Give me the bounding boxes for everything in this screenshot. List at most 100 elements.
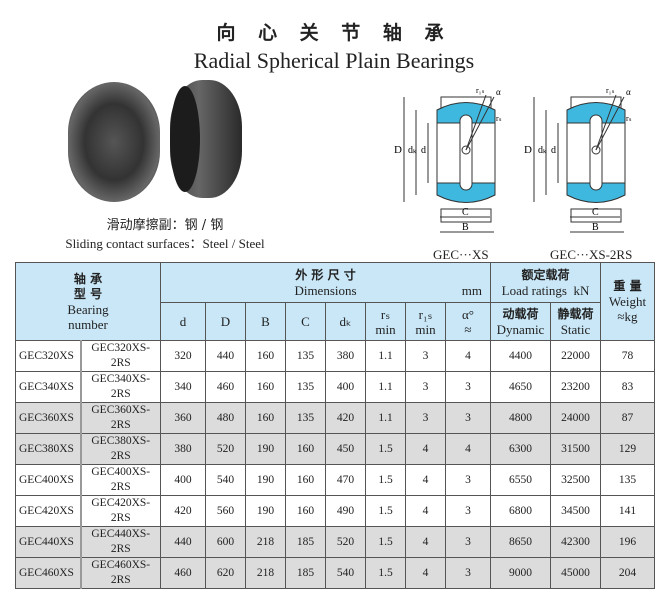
value-cell: 34500 (550, 495, 601, 527)
caption-english: Sliding contact surfaces：Steel / Steel (65, 236, 265, 251)
value-cell: 185 (285, 526, 326, 558)
value-cell: 3 (405, 402, 446, 434)
col-d: d (160, 302, 206, 341)
value-cell: 135 (285, 371, 326, 403)
bearing-number-cell: GEC460XS-2RS (80, 557, 161, 589)
value-cell: 9000 (490, 557, 551, 589)
value-cell: 218 (245, 526, 286, 558)
col-B: B (245, 302, 286, 341)
value-cell: 1.5 (365, 433, 406, 465)
bearing-diagrams: D dₖ d C B r₁ₛ rₛ α (394, 85, 633, 234)
value-cell: 185 (285, 557, 326, 589)
value-cell: 160 (245, 371, 286, 403)
value-cell: 400 (325, 371, 366, 403)
value-cell: 196 (600, 526, 655, 558)
value-cell: 141 (600, 495, 655, 527)
label-C: C (462, 207, 469, 218)
label-D: D (394, 144, 402, 156)
bearing-number-cell: GEC460XS (15, 557, 82, 589)
value-cell: 160 (245, 340, 286, 372)
col-C: C (285, 302, 326, 341)
value-cell: 620 (205, 557, 246, 589)
value-cell: 3 (445, 402, 491, 434)
value-cell: 400 (160, 464, 206, 496)
value-cell: 6800 (490, 495, 551, 527)
value-cell: 460 (205, 371, 246, 403)
bearing-photo-1 (68, 82, 160, 202)
col-dk: dₖ (325, 302, 366, 341)
caption-chinese: 滑动摩擦副：钢 / 钢 (106, 218, 224, 233)
diagram-xs: D dₖ d C B r₁ₛ rₛ α (394, 86, 502, 233)
value-cell: 460 (160, 557, 206, 589)
value-cell: 160 (245, 402, 286, 434)
value-cell: 3 (405, 371, 446, 403)
value-cell: 360 (160, 402, 206, 434)
seal-top (436, 102, 496, 124)
diagram-xs-2rs (523, 85, 633, 234)
value-cell: 42300 (550, 526, 601, 558)
value-cell: 87 (600, 402, 655, 434)
value-cell: 190 (245, 495, 286, 527)
value-cell: 540 (205, 464, 246, 496)
bearing-number-cell: GEC360XS (15, 402, 82, 434)
bearing-number-cell: GEC320XS (15, 340, 82, 372)
bearing-number-cell: GEC420XS (15, 495, 82, 527)
value-cell: 129 (600, 433, 655, 465)
value-cell: 560 (205, 495, 246, 527)
value-cell: 4 (405, 433, 446, 465)
label-d: d (421, 145, 426, 156)
bearing-number-cell: GEC380XS-2RS (80, 433, 161, 465)
label-B: B (462, 222, 469, 233)
bearing-number-cell: GEC400XS-2RS (80, 464, 161, 496)
value-cell: 440 (205, 340, 246, 372)
value-cell: 380 (325, 340, 366, 372)
value-cell: 204 (600, 557, 655, 589)
bearing-number-cell: GEC320XS-2RS (80, 340, 161, 372)
bearing-number-cell: GEC360XS-2RS (80, 402, 161, 434)
value-cell: 190 (245, 433, 286, 465)
seal-bottom (436, 182, 496, 203)
value-cell: 22000 (550, 340, 601, 372)
value-cell: 540 (325, 557, 366, 589)
value-cell: 135 (600, 464, 655, 496)
col-alpha: α°≈ (445, 302, 491, 341)
value-cell: 4400 (490, 340, 551, 372)
value-cell: 1.1 (365, 371, 406, 403)
value-cell: 450 (325, 433, 366, 465)
value-cell: 31500 (550, 433, 601, 465)
bearing-number-cell: GEC340XS-2RS (80, 371, 161, 403)
value-cell: 380 (160, 433, 206, 465)
value-cell: 45000 (550, 557, 601, 589)
value-cell: 78 (600, 340, 655, 372)
value-cell: 160 (285, 495, 326, 527)
value-cell: 4 (405, 526, 446, 558)
bearing-number-cell: GEC440XS-2RS (80, 526, 161, 558)
value-cell: 1.1 (365, 340, 406, 372)
bearing-number-cell: GEC440XS (15, 526, 82, 558)
bearing-number-cell: GEC380XS (15, 433, 82, 465)
value-cell: 4 (405, 495, 446, 527)
value-cell: 3 (445, 557, 491, 589)
value-cell: 6550 (490, 464, 551, 496)
value-cell: 3 (445, 526, 491, 558)
value-cell: 4 (445, 433, 491, 465)
value-cell: 190 (245, 464, 286, 496)
label-rs: rₛ (496, 114, 502, 123)
value-cell: 490 (325, 495, 366, 527)
bearing-bore (170, 86, 200, 192)
value-cell: 420 (160, 495, 206, 527)
value-cell: 4650 (490, 371, 551, 403)
value-cell: 218 (245, 557, 286, 589)
value-cell: 83 (600, 371, 655, 403)
value-cell: 24000 (550, 402, 601, 434)
bearing-number-cell: GEC340XS (15, 371, 82, 403)
